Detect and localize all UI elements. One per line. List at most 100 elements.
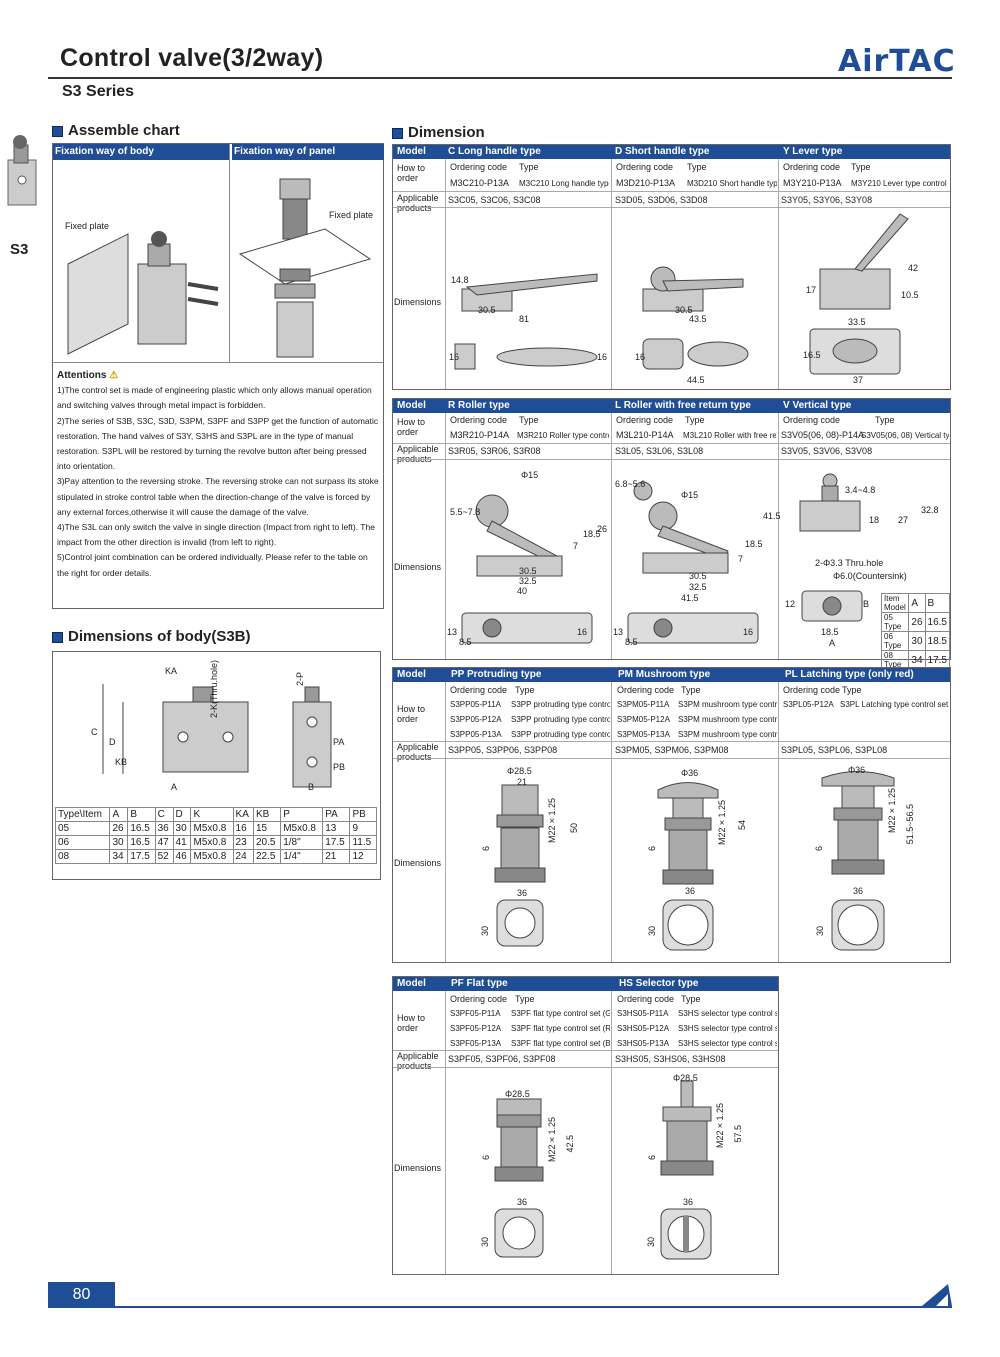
order-type-r: M3R210 Roller type control set: [517, 431, 609, 440]
products-hs: S3HS05, S3HS06, S3HS08: [615, 1054, 726, 1064]
series-subtitle: S3 Series: [62, 83, 135, 100]
dimension-block-4: Model PF Flat type HS Selector type How …: [392, 976, 779, 1275]
dim-value: 16: [577, 627, 588, 637]
attention-item: 2)The series of S3B, S3C, S3D, S3PM, S3P…: [57, 415, 379, 472]
dim-value: 30: [815, 926, 825, 937]
table-cell: 30: [172, 821, 192, 836]
dim-value: 30.5: [689, 571, 707, 581]
model-v: V Vertical type: [783, 400, 852, 411]
dim-value: 32.5: [689, 582, 707, 592]
table-cell: 26: [908, 612, 926, 632]
lever-drawing: [809, 213, 909, 375]
dim-value: 36: [853, 886, 864, 896]
order-code-l: M3L210-P14A: [616, 430, 674, 440]
order-code-d: M3D210-P13A: [616, 178, 676, 188]
dim-value: 17: [806, 285, 817, 295]
order-type-d: M3D210 Short handle type control set: [687, 179, 777, 188]
header-rule: [48, 77, 952, 79]
ordering-code-header: Ordering code: [450, 685, 508, 695]
table-cell: 17.5: [127, 849, 156, 864]
products-c: S3C05, S3C06, S3C08: [448, 195, 541, 205]
dim-value: 6: [647, 1155, 657, 1161]
dimension-block-2: Model R Roller type L Roller with free r…: [392, 398, 951, 670]
model-r: R Roller type: [448, 400, 510, 411]
order-code-v: S3V05(06, 08)-P14A: [781, 430, 865, 440]
mushroom-drawing: [657, 782, 719, 951]
dim-value: 18.5: [583, 529, 601, 539]
ordering-code-header: Ordering code: [450, 994, 508, 1004]
type-header: Type: [681, 994, 701, 1004]
dim-value: 8.5: [625, 637, 638, 647]
ordering-code-header: Ordering code: [617, 994, 675, 1004]
dim-value: 2-Φ3.3 Thru.hole: [815, 558, 884, 568]
table-header: PB: [349, 807, 377, 822]
table-cell: 16.5: [127, 835, 156, 850]
dim-value: A: [829, 638, 836, 648]
type-header: Type: [685, 415, 705, 425]
dim-value: 3.4~4.8: [845, 485, 876, 495]
table-cell: 17.5: [322, 835, 351, 850]
order-type: S3PL Latching type control set (Red): [840, 700, 949, 709]
how-to-order-label: How to order: [397, 163, 426, 183]
order-code-r: M3R210-P14A: [450, 430, 510, 440]
order-type-c: M3C210 Long handle type control set: [519, 179, 609, 188]
type-header: Type: [515, 685, 535, 695]
s3b-body-drawing: [102, 684, 332, 788]
applicable-label: Applicable products: [397, 1051, 439, 1071]
attention-item: 5)Control joint combination can be order…: [57, 552, 368, 578]
dim-value: 33.5: [848, 317, 866, 327]
brand-logo: AirTAC: [838, 44, 956, 79]
table-cell: M5x0.8: [190, 821, 234, 836]
dim-value: 13: [613, 627, 624, 637]
order-code: S3PF05-P11A: [450, 1009, 501, 1018]
dim-value: Φ36: [848, 765, 866, 775]
model-pm: PM Mushroom type: [618, 669, 711, 680]
order-type: S3PM mushroom type control set (Green): [678, 700, 777, 709]
dim-value: 5.5~7.8: [450, 507, 481, 517]
dim-value: 30: [646, 1237, 656, 1248]
table-header: PA: [322, 807, 351, 822]
order-type: S3PP protruding type control set (Green): [511, 700, 610, 709]
order-code: S3PM05-P13A: [617, 730, 670, 739]
order-type: S3HS selector type control set (Green): [678, 1009, 777, 1018]
attentions-block: Attentions ⚠ 1)The control set is made o…: [57, 368, 379, 581]
order-code: S3PF05-P13A: [450, 1039, 502, 1048]
table-cell: 06 Type: [880, 631, 910, 651]
dim-value: 8.5: [459, 637, 472, 647]
table-cell: 30: [109, 835, 129, 850]
products-l: S3L05, S3L06, S3L08: [615, 446, 704, 456]
model-label: Model: [397, 146, 426, 157]
type-header: Type: [519, 415, 539, 425]
dim-value: 50: [569, 823, 579, 834]
order-type-v: S3V05(06, 08) Vertical type control set: [861, 431, 949, 440]
order-code: S3HS05-P12A: [617, 1024, 670, 1033]
order-code: S3PL05-P12A: [783, 700, 834, 709]
dim-value: 18: [869, 515, 880, 525]
dim-value: 36: [683, 1197, 694, 1207]
dim-value: 41.5: [681, 593, 699, 603]
table-header: K: [190, 807, 234, 822]
table-header: A: [908, 593, 926, 613]
products-pl: S3PL05, S3PL06, S3PL08: [781, 745, 888, 755]
table-header: KB: [252, 807, 282, 822]
type-header: Type: [851, 162, 871, 172]
dim-value: 26: [597, 524, 608, 534]
model-y: Y Lever type: [783, 146, 843, 157]
dim-value: 43.5: [689, 314, 707, 324]
table-cell: 46: [172, 849, 192, 864]
order-type: S3PP protruding type control set (Black): [511, 730, 610, 739]
order-type: S3PM mushroom type control set (Black): [678, 730, 777, 739]
table-header: P: [280, 807, 324, 822]
dim-value: 36: [517, 888, 528, 898]
dim-value: 40: [517, 586, 528, 596]
dim-value: 36: [685, 886, 696, 896]
how-to-order-label: How to order: [397, 704, 426, 724]
roller-drawing: [461, 494, 593, 644]
dim-value: 18.5: [821, 627, 839, 637]
table-cell: 05: [54, 821, 111, 836]
vertical-drawing: [799, 473, 863, 622]
table-cell: 18.5: [924, 631, 951, 651]
dim-value: 18.5: [745, 539, 763, 549]
type-header: Type: [515, 994, 535, 1004]
